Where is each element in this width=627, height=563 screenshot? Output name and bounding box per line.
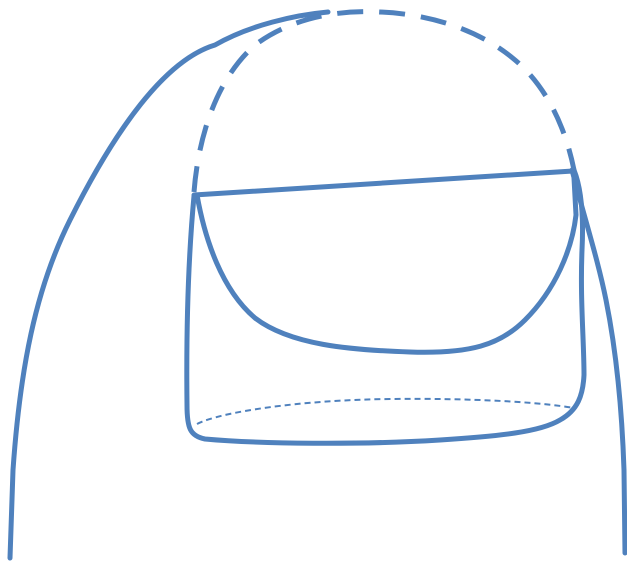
fingertip-outline-right [572,170,625,553]
nail-plate-hidden-outline [194,12,574,192]
fingertip-outline [10,12,328,558]
nail-free-edge-line [194,171,573,195]
nail-plate-curve [197,178,576,352]
lunula-hidden-arc [197,399,574,424]
